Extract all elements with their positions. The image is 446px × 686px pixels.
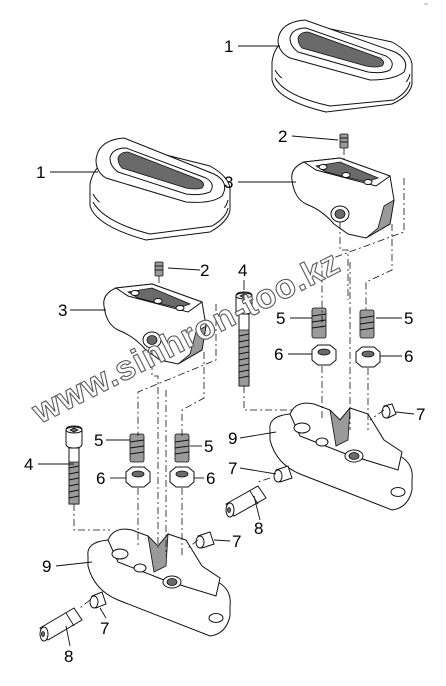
nut-right-b (355, 346, 381, 368)
callout-labels: 1 1 2 2 3 3 4 4 5 5 5 5 6 6 6 6 7 7 7 7 … (24, 37, 425, 666)
callout-6: 6 (404, 347, 413, 366)
bracket-right (291, 157, 395, 239)
callout-1: 1 (36, 163, 45, 182)
rubber-boot-upper (271, 19, 413, 113)
callout-5: 5 (276, 309, 285, 328)
nut-right-a (311, 344, 337, 366)
base-right (269, 402, 413, 511)
callout-6: 6 (96, 469, 105, 488)
callout-6: 6 (206, 469, 215, 488)
callout-3: 3 (58, 301, 67, 320)
bushing-left-b (89, 591, 107, 609)
callout-7: 7 (100, 619, 109, 638)
leader-lines (38, 45, 415, 647)
callout-9: 9 (228, 429, 237, 448)
callout-7: 7 (232, 532, 241, 551)
corner-mark: ᵒᵖ (424, 2, 428, 8)
bolt-right (235, 291, 253, 387)
pin-right (225, 485, 267, 518)
callout-1: 1 (224, 37, 233, 56)
bushing-right-b (273, 465, 293, 483)
bolt-left (65, 425, 83, 505)
callout-2: 2 (278, 127, 287, 146)
nut-left-b (169, 466, 195, 488)
callout-8: 8 (64, 647, 73, 666)
stud-left-b (174, 433, 190, 463)
stud-right-a (311, 307, 327, 339)
pin-left (39, 607, 83, 642)
callout-8: 8 (254, 519, 263, 538)
set-screw-right (339, 133, 349, 149)
bushing-left-a (195, 531, 215, 549)
callout-4: 4 (238, 261, 247, 280)
callout-9: 9 (42, 557, 51, 576)
bracket-left (103, 283, 207, 365)
callout-2: 2 (200, 261, 209, 280)
nut-left-a (125, 466, 151, 488)
stud-left-a (129, 433, 145, 463)
callout-6: 6 (274, 345, 283, 364)
callout-4: 4 (24, 455, 33, 474)
callout-5: 5 (404, 309, 413, 328)
callout-7: 7 (416, 405, 425, 424)
assembly-lines (73, 148, 405, 609)
callout-3: 3 (224, 173, 233, 192)
base-left (87, 528, 231, 637)
callout-7: 7 (228, 459, 237, 478)
callout-5: 5 (94, 431, 103, 450)
rubber-boot-lower (89, 137, 231, 241)
stud-right-b (359, 309, 375, 339)
bushing-right-a (381, 403, 397, 419)
watermark: www.sinhron-too.kz (25, 243, 346, 432)
set-screw-left (154, 261, 164, 277)
callout-5: 5 (204, 437, 213, 456)
